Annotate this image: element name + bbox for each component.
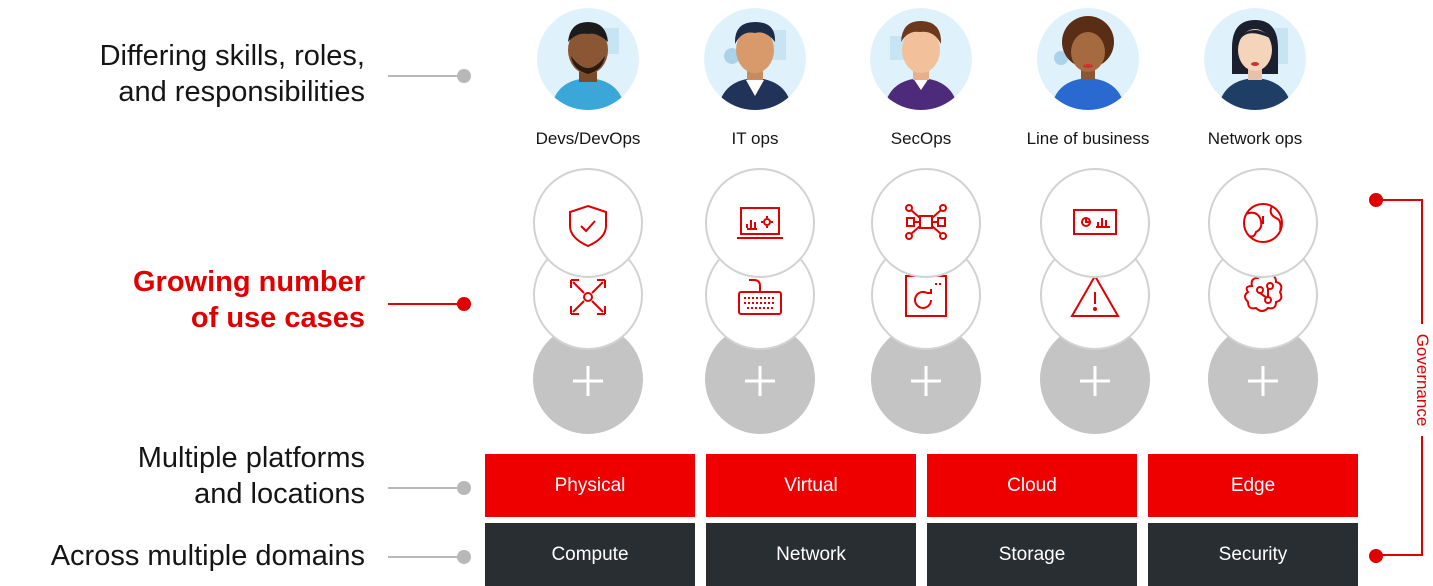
- laptop-analytics-icon: [737, 207, 783, 239]
- use-case-top-3: [871, 168, 981, 278]
- persona-secops: SecOps: [851, 8, 991, 158]
- connector-platforms: [388, 487, 460, 489]
- row-label-platforms: Multiple platforms and locations: [137, 442, 365, 510]
- domain-storage: Storage: [927, 523, 1137, 586]
- platform-physical: Physical: [485, 454, 695, 517]
- use-case-top-2: [705, 168, 815, 278]
- expand-arrows-icon: [570, 279, 606, 315]
- plus-icon: [1080, 366, 1110, 396]
- persona-label: SecOps: [890, 129, 952, 148]
- globe-icon: [1243, 203, 1283, 243]
- shield-check-icon: [569, 204, 607, 248]
- governance-line-bottom: [1376, 554, 1422, 556]
- row-label-domains: Across multiple domains: [50, 540, 365, 572]
- persona-label: IT ops: [731, 129, 779, 148]
- governance-label: Governance: [1412, 324, 1432, 436]
- use-case-top-5: [1208, 168, 1318, 278]
- plus-icon: [573, 366, 603, 396]
- connector-dot-skills: [457, 69, 471, 83]
- persona-devops: Devs/DevOps: [518, 8, 658, 158]
- connector-skills: [388, 75, 460, 77]
- connector-dot-domains: [457, 550, 471, 564]
- man-avatar-3-icon: [870, 8, 972, 110]
- persona-network-ops: Network ops: [1185, 8, 1325, 158]
- woman-avatar-1-icon: [1037, 8, 1139, 110]
- platform-cloud: Cloud: [927, 454, 1137, 517]
- use-case-top-1: [533, 168, 643, 278]
- plus-icon: [745, 366, 775, 396]
- governance-dot-bottom: [1369, 549, 1383, 563]
- warning-icon: [1070, 273, 1120, 317]
- persona-it-ops: IT ops: [685, 8, 825, 158]
- connector-domains: [388, 556, 460, 558]
- man-avatar-2-icon: [704, 8, 806, 110]
- connector-dot-use-cases: [457, 297, 471, 311]
- plus-icon: [911, 366, 941, 396]
- use-case-add-2: [705, 324, 815, 434]
- keyboard-icon: [738, 279, 782, 315]
- use-case-top-4: [1040, 168, 1150, 278]
- man-avatar-1-icon: [537, 8, 639, 110]
- domain-security: Security: [1148, 523, 1358, 586]
- persona-label: Devs/DevOps: [535, 129, 641, 148]
- woman-avatar-2-icon: [1204, 8, 1306, 110]
- connector-dot-platforms: [457, 481, 471, 495]
- persona-line-of-business: Line of business: [1018, 8, 1158, 158]
- governance-line-top: [1376, 199, 1422, 201]
- row-label-skills: Differing skills, roles, and responsibil…: [99, 40, 365, 108]
- persona-label: Line of business: [1026, 129, 1150, 148]
- connector-use-cases: [388, 303, 460, 305]
- monitor-dashboard-icon: [1073, 209, 1117, 235]
- network-nodes-icon: [905, 204, 947, 240]
- row-label-use-cases: Growing number of use cases: [133, 266, 365, 334]
- persona-label: Network ops: [1207, 129, 1303, 148]
- domain-compute: Compute: [485, 523, 695, 586]
- domain-network: Network: [706, 523, 916, 586]
- plus-icon: [1248, 366, 1278, 396]
- platform-virtual: Virtual: [706, 454, 916, 517]
- platform-edge: Edge: [1148, 454, 1358, 517]
